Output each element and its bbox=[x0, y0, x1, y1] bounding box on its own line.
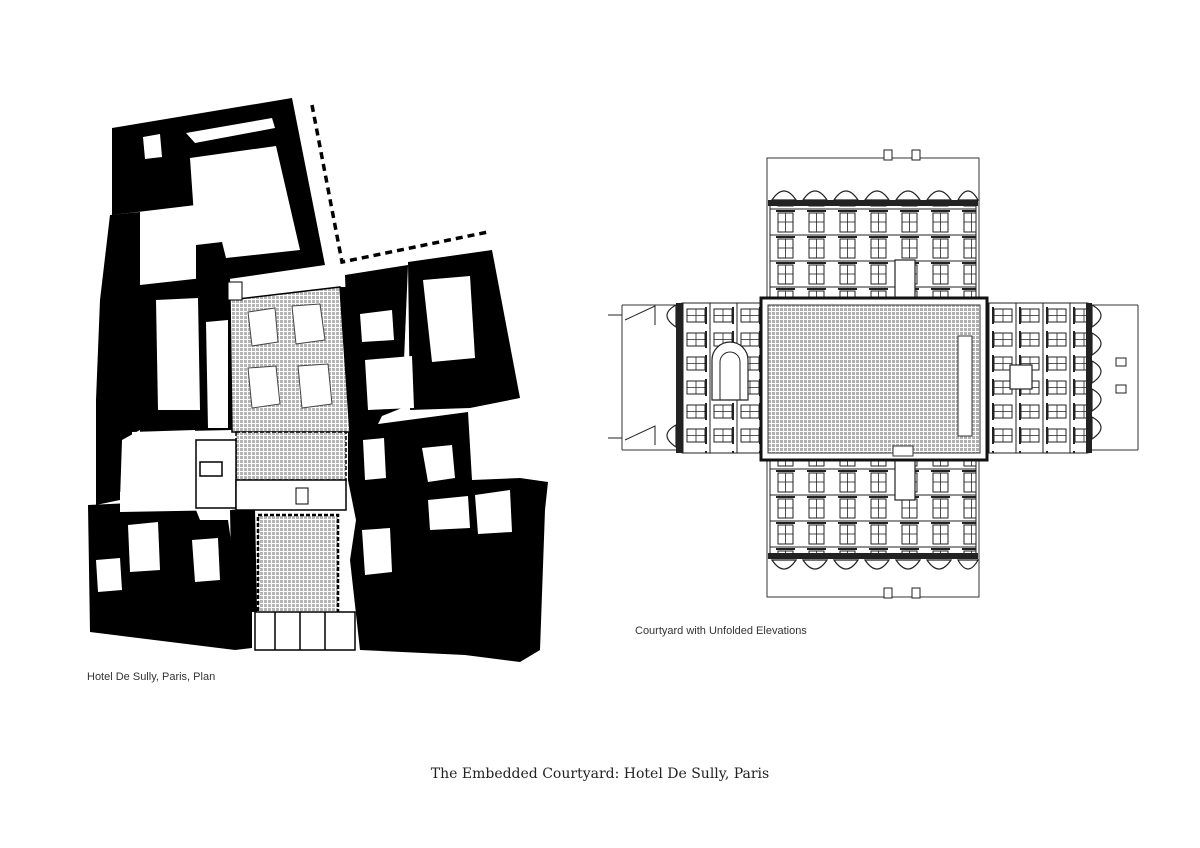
elevation-caption: Courtyard with Unfolded Elevations bbox=[635, 625, 807, 637]
north-elevation bbox=[768, 190, 980, 301]
west-elevation bbox=[608, 302, 761, 454]
south-elevation bbox=[768, 459, 980, 570]
chimneys bbox=[883, 149, 1127, 599]
property-boundary bbox=[310, 104, 489, 265]
connecting-rooms bbox=[195, 439, 347, 511]
lower-courtyard bbox=[256, 513, 340, 617]
east-elevation bbox=[987, 302, 1102, 454]
plan-caption: Hotel De Sully, Paris, Plan bbox=[87, 671, 216, 683]
upper-courtyard bbox=[229, 286, 351, 433]
site-plan-drawing bbox=[88, 98, 548, 662]
sheet-title: The Embedded Courtyard: Hotel De Sully, … bbox=[430, 766, 770, 782]
middle-court bbox=[235, 431, 347, 481]
entrance-tower bbox=[227, 281, 309, 505]
elevation-frames bbox=[621, 157, 1139, 598]
bottom-wing bbox=[254, 611, 356, 651]
central-courtyard bbox=[759, 296, 989, 462]
rooms-voids bbox=[96, 118, 530, 592]
